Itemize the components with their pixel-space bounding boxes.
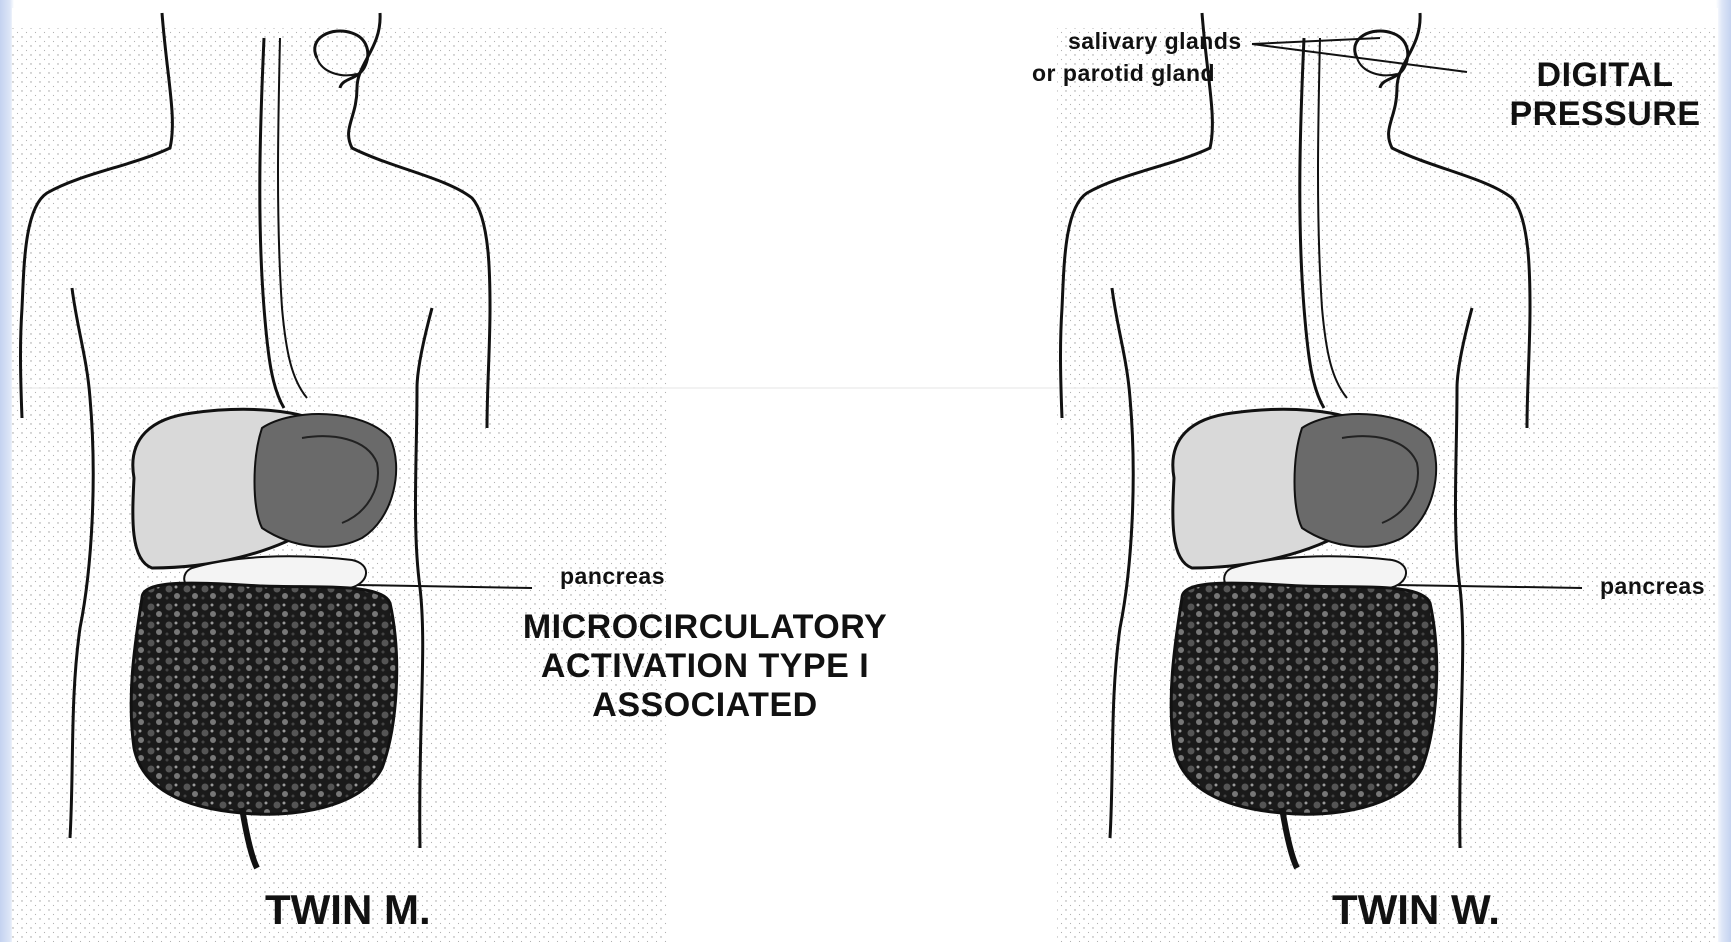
right-caption: TWIN W. (1332, 886, 1500, 934)
right-heading: DIGITAL PRESSURE (1505, 56, 1705, 134)
gland-label-line-1: salivary glands (1068, 28, 1242, 54)
left-heading: MICROCIRCULATORY ACTIVATION TYPE I ASSOC… (505, 608, 905, 725)
left-pancreas-label: pancreas (560, 563, 665, 589)
figure-panel (12, 8, 1718, 942)
left-caption: TWIN M. (265, 886, 431, 934)
gland-label-line-2: or parotid gland (1032, 60, 1215, 86)
left-heading-line-2: ACTIVATION TYPE I (505, 647, 905, 686)
right-heading-line-1: DIGITAL (1505, 56, 1705, 95)
left-heading-line-3: ASSOCIATED (505, 686, 905, 725)
right-heading-line-2: PRESSURE (1505, 95, 1705, 134)
right-pancreas-label: pancreas (1600, 573, 1705, 599)
left-heading-line-1: MICROCIRCULATORY (505, 608, 905, 647)
anatomy-figure (12, 8, 1718, 942)
